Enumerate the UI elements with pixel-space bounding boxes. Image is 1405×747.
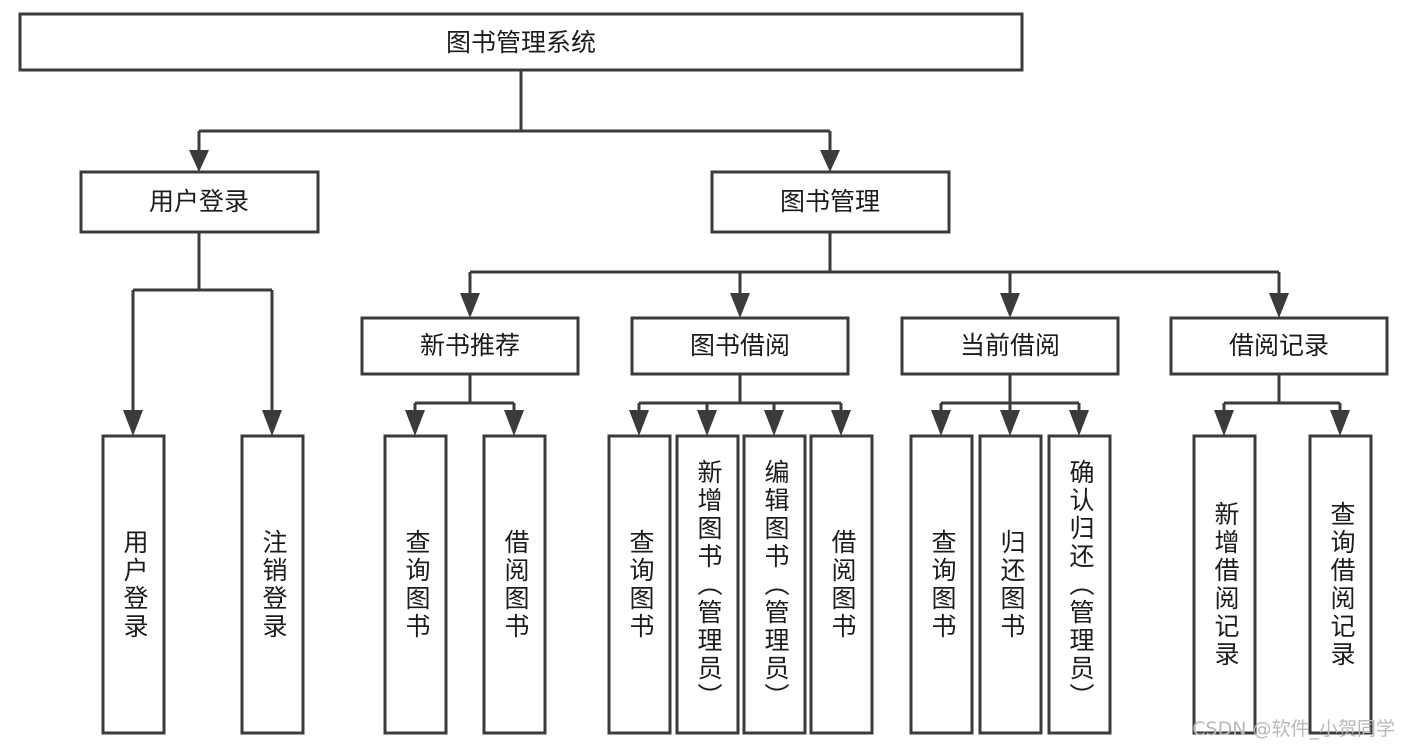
- leaf-book-borrow-0-box[interactable]: [607, 434, 672, 735]
- node-current-borrow-label: 当前借阅: [960, 331, 1060, 360]
- leaf-user-login-0-label: 用户登录: [120, 529, 149, 641]
- node-user-login[interactable]: 用户登录: [79, 170, 320, 234]
- leaf-borrow-record-1-box[interactable]: [1308, 434, 1373, 735]
- leaf-new-book-1-box[interactable]: [482, 434, 547, 735]
- leaf-new-book-0-label: 查询图书: [402, 529, 431, 641]
- node-user-login-label: 用户登录: [149, 187, 249, 216]
- leaf-current-borrow-2[interactable]: 确认归还（管理员）: [1047, 434, 1112, 735]
- node-book-borrow-box[interactable]: [630, 316, 850, 376]
- arrow-head-bb-leaf-0: [629, 410, 649, 436]
- node-new-book-recommend-label: 新书推荐: [420, 331, 520, 360]
- arrow-head-bb-leaf-1: [697, 410, 717, 436]
- leaf-borrow-record-1-label: 查询借阅记录: [1327, 501, 1356, 669]
- arrow-head-cb-leaf-0: [931, 410, 951, 436]
- leaf-book-borrow-2[interactable]: 编辑图书（管理员）: [742, 434, 807, 735]
- arrow-head-nb-leaf-0: [405, 410, 425, 436]
- leaf-new-book-0-box[interactable]: [383, 434, 448, 735]
- arrow-head-book-mgmt: [820, 150, 840, 172]
- arrow-head-borrow: [730, 293, 750, 318]
- node-root-box[interactable]: [18, 12, 1024, 72]
- arrow-head-br-leaf-1: [1330, 410, 1350, 436]
- leaf-user-login-1-label: 注销登录: [259, 529, 288, 641]
- leaf-new-book-0[interactable]: 查询图书: [383, 434, 448, 735]
- leaf-new-book-1[interactable]: 借阅图书: [482, 434, 547, 735]
- node-book-borrow[interactable]: 图书借阅: [630, 316, 850, 376]
- arrow-head-record: [1269, 293, 1289, 318]
- node-current-borrow-box[interactable]: [900, 316, 1120, 376]
- leaf-book-borrow-0[interactable]: 查询图书: [607, 434, 672, 735]
- leaf-book-borrow-3-box[interactable]: [809, 434, 874, 735]
- arrow-head-cb-leaf-2: [1069, 410, 1089, 436]
- arrow-head-leaf-user-login: [123, 410, 143, 436]
- node-borrow-record[interactable]: 借阅记录: [1169, 316, 1389, 376]
- leaf-book-borrow-1-label: 新增图书（管理员）: [694, 459, 723, 711]
- node-root-label: 图书管理系统: [446, 28, 596, 57]
- leaf-book-borrow-2-box[interactable]: [742, 434, 807, 735]
- leaf-borrow-record-0-label: 新增借阅记录: [1211, 501, 1240, 669]
- node-new-book-recommend-box[interactable]: [360, 316, 580, 376]
- leaf-borrow-record-0[interactable]: 新增借阅记录: [1192, 434, 1257, 735]
- leaf-current-borrow-2-box[interactable]: [1047, 434, 1112, 735]
- leaf-new-book-1-label: 借阅图书: [501, 529, 530, 641]
- arrow-head-nb-leaf-1: [504, 410, 524, 436]
- node-borrow-record-box[interactable]: [1169, 316, 1389, 376]
- node-new-book-recommend[interactable]: 新书推荐: [360, 316, 580, 376]
- leaf-book-borrow-3-label: 借阅图书: [828, 529, 857, 641]
- arrow-head-new-book: [460, 293, 480, 318]
- leaf-borrow-record-1[interactable]: 查询借阅记录: [1308, 434, 1373, 735]
- leaf-user-login-1-box[interactable]: [240, 434, 305, 735]
- leaf-book-borrow-2-label: 编辑图书（管理员）: [761, 459, 790, 711]
- leaf-book-borrow-3[interactable]: 借阅图书: [809, 434, 874, 735]
- leaf-current-borrow-1-label: 归还图书: [997, 529, 1026, 641]
- arrow-head-bb-leaf-3: [831, 410, 851, 436]
- leaf-current-borrow-0-label: 查询图书: [928, 529, 957, 641]
- arrow-head-leaf-logout: [262, 410, 282, 436]
- arrow-head-br-leaf-0: [1214, 410, 1234, 436]
- node-borrow-record-label: 借阅记录: [1229, 331, 1329, 360]
- leaf-user-login-0-box[interactable]: [101, 434, 166, 735]
- connector-layer: [123, 70, 1350, 436]
- leaf-book-borrow-1-box[interactable]: [675, 434, 740, 735]
- arrow-head-current: [1000, 293, 1020, 318]
- node-current-borrow[interactable]: 当前借阅: [900, 316, 1120, 376]
- leaf-book-borrow-0-label: 查询图书: [626, 529, 655, 641]
- arrow-head-cb-leaf-1: [1000, 410, 1020, 436]
- node-book-borrow-label: 图书借阅: [690, 331, 790, 360]
- leaf-user-login-0[interactable]: 用户登录: [101, 434, 166, 735]
- arrow-head-bb-leaf-2: [764, 410, 784, 436]
- node-root-system[interactable]: 图书管理系统: [18, 12, 1024, 72]
- node-book-management-box[interactable]: [710, 170, 951, 234]
- arrow-head-user-login: [189, 150, 209, 172]
- leaf-current-borrow-1[interactable]: 归还图书: [978, 434, 1043, 735]
- leaf-borrow-record-0-box[interactable]: [1192, 434, 1257, 735]
- leaf-user-login-1[interactable]: 注销登录: [240, 434, 305, 735]
- node-book-management-label: 图书管理: [780, 187, 880, 216]
- node-book-management[interactable]: 图书管理: [710, 170, 951, 234]
- leaf-current-borrow-0[interactable]: 查询图书: [909, 434, 974, 735]
- leaf-book-borrow-1[interactable]: 新增图书（管理员）: [675, 434, 740, 735]
- node-user-login-box[interactable]: [79, 170, 320, 234]
- leaf-current-borrow-1-box[interactable]: [978, 434, 1043, 735]
- leaf-current-borrow-0-box[interactable]: [909, 434, 974, 735]
- leaf-current-borrow-2-label: 确认归还（管理员）: [1066, 459, 1095, 711]
